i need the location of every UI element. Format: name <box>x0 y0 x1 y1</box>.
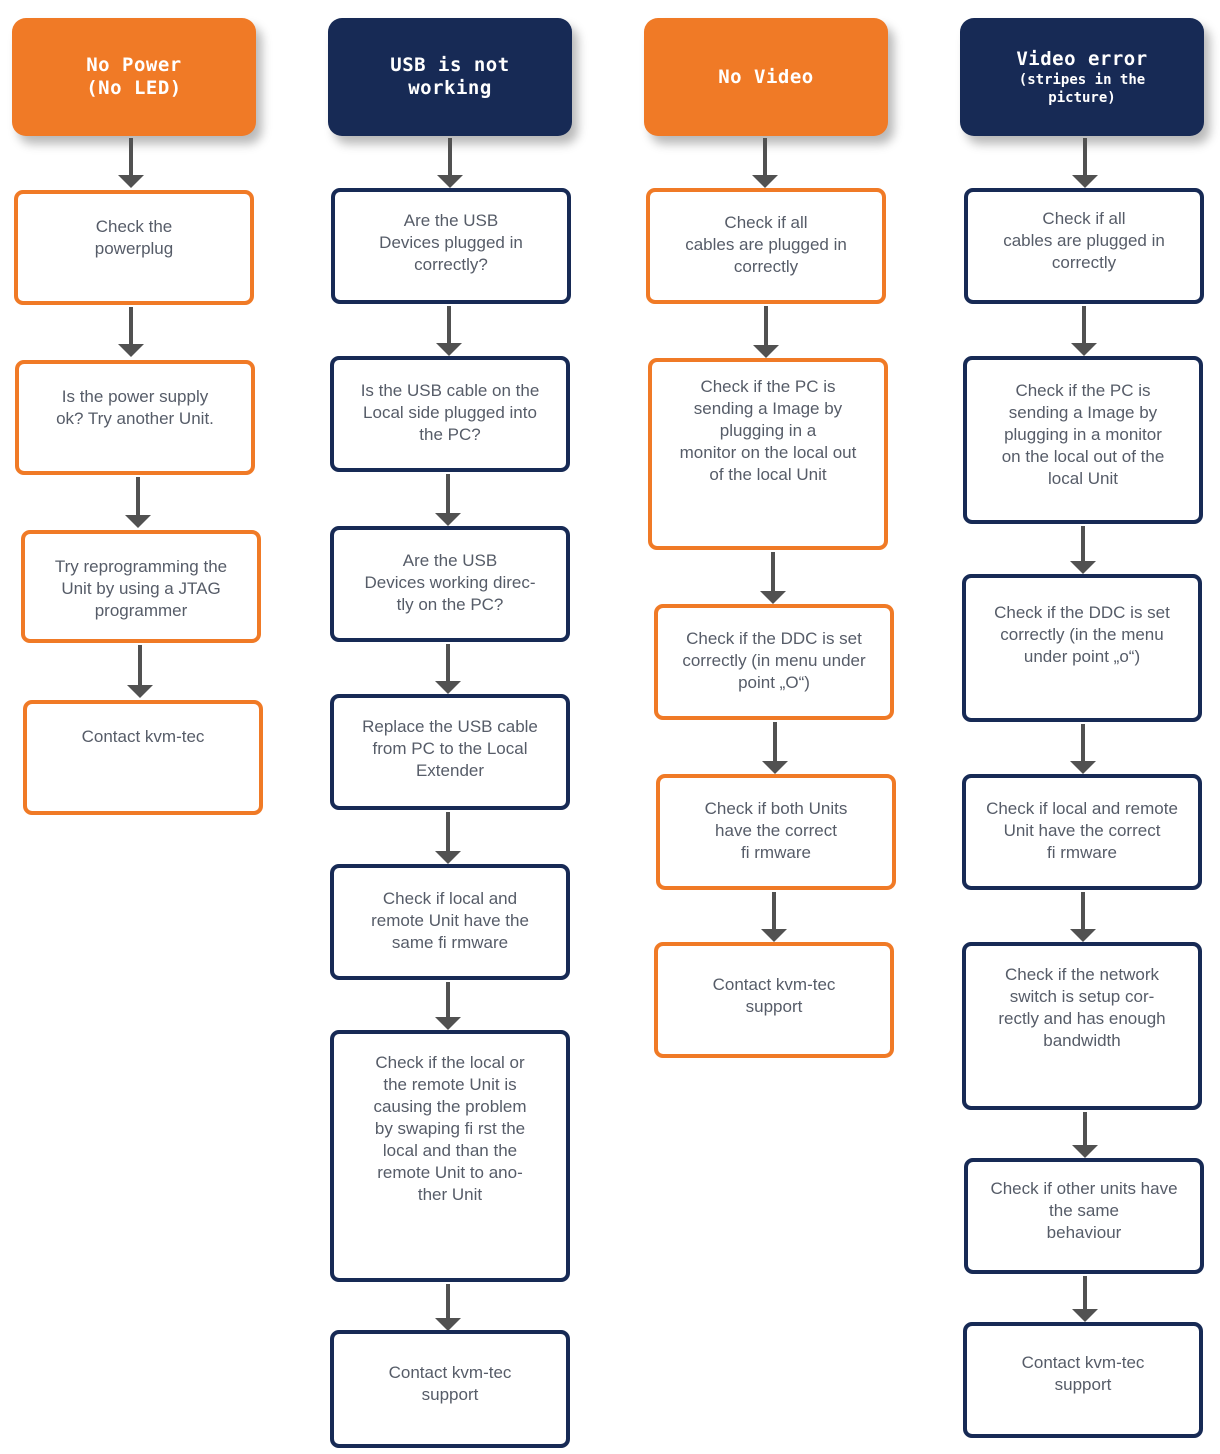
step-box: Are the USB Devices working direc- tly o… <box>330 526 570 642</box>
step-text: Contact kvm-tec support <box>388 1363 512 1404</box>
step-text: Is the power supply ok? Try another Unit… <box>56 387 214 428</box>
step-text: Are the USB Devices plugged in correctly… <box>379 211 523 274</box>
step-box: Try reprogramming the Unit by using a JT… <box>21 530 261 643</box>
step-text: Contact kvm-tec support <box>1021 1353 1145 1394</box>
arrow <box>435 644 461 694</box>
arrow <box>118 138 144 188</box>
arrow <box>436 306 462 356</box>
arrow <box>435 982 461 1030</box>
step-box: Check if the DDC is set correctly (in th… <box>962 574 1202 722</box>
step-box: Is the power supply ok? Try another Unit… <box>15 360 255 475</box>
header-subtitle: (stripes in the picture) <box>1018 71 1146 106</box>
step-box: Check if the DDC is set correctly (in me… <box>654 604 894 720</box>
step-text: Check if local and remote Unit have the … <box>371 889 529 952</box>
step-box: Check if the network switch is setup cor… <box>962 942 1202 1110</box>
column-no-power: No Power (No LED) Check the powerplug Is… <box>12 0 263 1454</box>
step-box: Check if the PC is sending a Image by pl… <box>963 356 1203 524</box>
step-box: Check if all cables are plugged in corre… <box>964 188 1204 304</box>
arrow <box>1070 892 1096 942</box>
step-text: Check the powerplug <box>94 217 174 258</box>
arrow <box>118 307 144 357</box>
step-text: Replace the USB cable from PC to the Loc… <box>362 717 538 780</box>
step-box: Check if local and remote Unit have the … <box>962 774 1202 890</box>
step-box: Contact kvm-tec <box>23 700 263 815</box>
step-text: Check if other units have the same behav… <box>990 1179 1178 1242</box>
header-title: Video error <box>1016 47 1148 70</box>
header-title: No Video <box>718 65 814 88</box>
header-title: USB is not working <box>390 54 510 99</box>
step-box: Check if other units have the same behav… <box>964 1158 1204 1274</box>
arrow <box>762 722 788 774</box>
header-no-power: No Power (No LED) <box>12 18 256 136</box>
step-box: Check if local and remote Unit have the … <box>330 864 570 980</box>
step-box: Check if the local or the remote Unit is… <box>330 1030 570 1282</box>
header-no-video: No Video <box>644 18 888 136</box>
step-text: Is the USB cable on the Local side plugg… <box>360 381 540 444</box>
step-box: Contact kvm-tec support <box>654 942 894 1058</box>
arrow <box>1070 526 1096 574</box>
column-usb-not-working: USB is not working Are the USB Devices p… <box>328 0 578 1454</box>
step-box: Check the powerplug <box>14 190 254 305</box>
arrow <box>435 1284 461 1331</box>
step-text: Are the USB Devices working direc- tly o… <box>364 551 536 614</box>
step-text: Check if the PC is sending a Image by pl… <box>1001 381 1165 488</box>
step-box: Is the USB cable on the Local side plugg… <box>330 356 570 472</box>
arrow <box>125 477 151 528</box>
step-text: Check if all cables are plugged in corre… <box>685 213 847 276</box>
column-video-error: Video error (stripes in the picture) Che… <box>960 0 1210 1454</box>
arrow <box>752 138 778 188</box>
arrow <box>435 812 461 864</box>
arrow <box>753 306 779 358</box>
step-text: Contact kvm-tec <box>81 727 205 746</box>
step-box: Check if all cables are plugged in corre… <box>646 188 886 304</box>
arrow <box>1070 724 1096 774</box>
arrow <box>435 474 461 526</box>
step-box: Replace the USB cable from PC to the Loc… <box>330 694 570 810</box>
step-text: Check if the PC is sending a Image by pl… <box>679 377 857 484</box>
step-text: Check if the DDC is set correctly (in me… <box>682 629 866 692</box>
arrow <box>1071 306 1097 356</box>
step-text: Contact kvm-tec support <box>712 975 836 1016</box>
column-no-video: No Video Check if all cables are plugged… <box>644 0 896 1454</box>
step-box: Contact kvm-tec support <box>963 1322 1203 1438</box>
step-box: Check if the PC is sending a Image by pl… <box>648 358 888 550</box>
arrow <box>1072 1276 1098 1322</box>
arrow <box>761 892 787 942</box>
arrow <box>760 552 786 604</box>
header-title: No Power (No LED) <box>86 54 182 99</box>
step-text: Check if the local or the remote Unit is… <box>373 1053 527 1204</box>
step-text: Check if all cables are plugged in corre… <box>1003 209 1165 272</box>
step-text: Try reprogramming the Unit by using a JT… <box>54 557 228 620</box>
header-usb-not-working: USB is not working <box>328 18 572 136</box>
step-text: Check if both Units have the correct fi … <box>704 799 848 862</box>
arrow <box>437 138 463 188</box>
arrow <box>1072 138 1098 188</box>
step-box: Are the USB Devices plugged in correctly… <box>331 188 571 304</box>
arrow <box>127 645 153 698</box>
step-text: Check if local and remote Unit have the … <box>986 799 1178 862</box>
step-box: Contact kvm-tec support <box>330 1330 570 1448</box>
step-box: Check if both Units have the correct fi … <box>656 774 896 890</box>
arrow <box>1072 1112 1098 1158</box>
header-video-error: Video error (stripes in the picture) <box>960 18 1204 136</box>
step-text: Check if the network switch is setup cor… <box>998 965 1166 1050</box>
step-text: Check if the DDC is set correctly (in th… <box>994 603 1170 666</box>
